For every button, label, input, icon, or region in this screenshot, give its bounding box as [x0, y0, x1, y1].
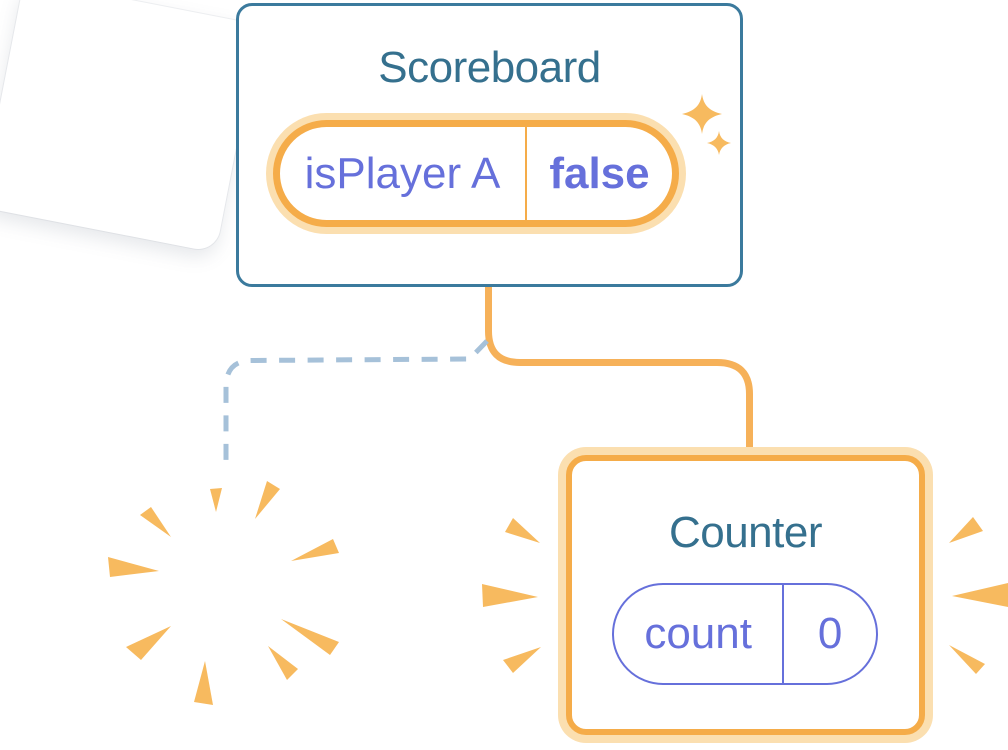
scoreboard-title: Scoreboard: [378, 43, 601, 92]
state-name-label: isPlayer A: [280, 127, 527, 220]
counter-card: Counter count 0: [566, 455, 925, 735]
scoreboard-state-pill: isPlayer A false: [273, 120, 679, 227]
state-name-label: count: [614, 585, 785, 683]
counter-title: Counter: [668, 508, 823, 557]
state-value-label: 0: [817, 609, 843, 658]
counter-burst-left-icon: [482, 518, 541, 673]
connector-solid-edge: [485, 285, 753, 452]
counter-burst-right-icon: [949, 517, 1008, 674]
counter-state-pill: count 0: [612, 583, 878, 685]
connector-dashed-edge: [223, 339, 489, 467]
destroyed-card-burst-icon: [108, 481, 339, 705]
state-value-label: false: [549, 148, 650, 198]
scoreboard-card: Scoreboard isPlayer A false: [236, 3, 743, 287]
destroyed-component-card: [0, 0, 260, 253]
